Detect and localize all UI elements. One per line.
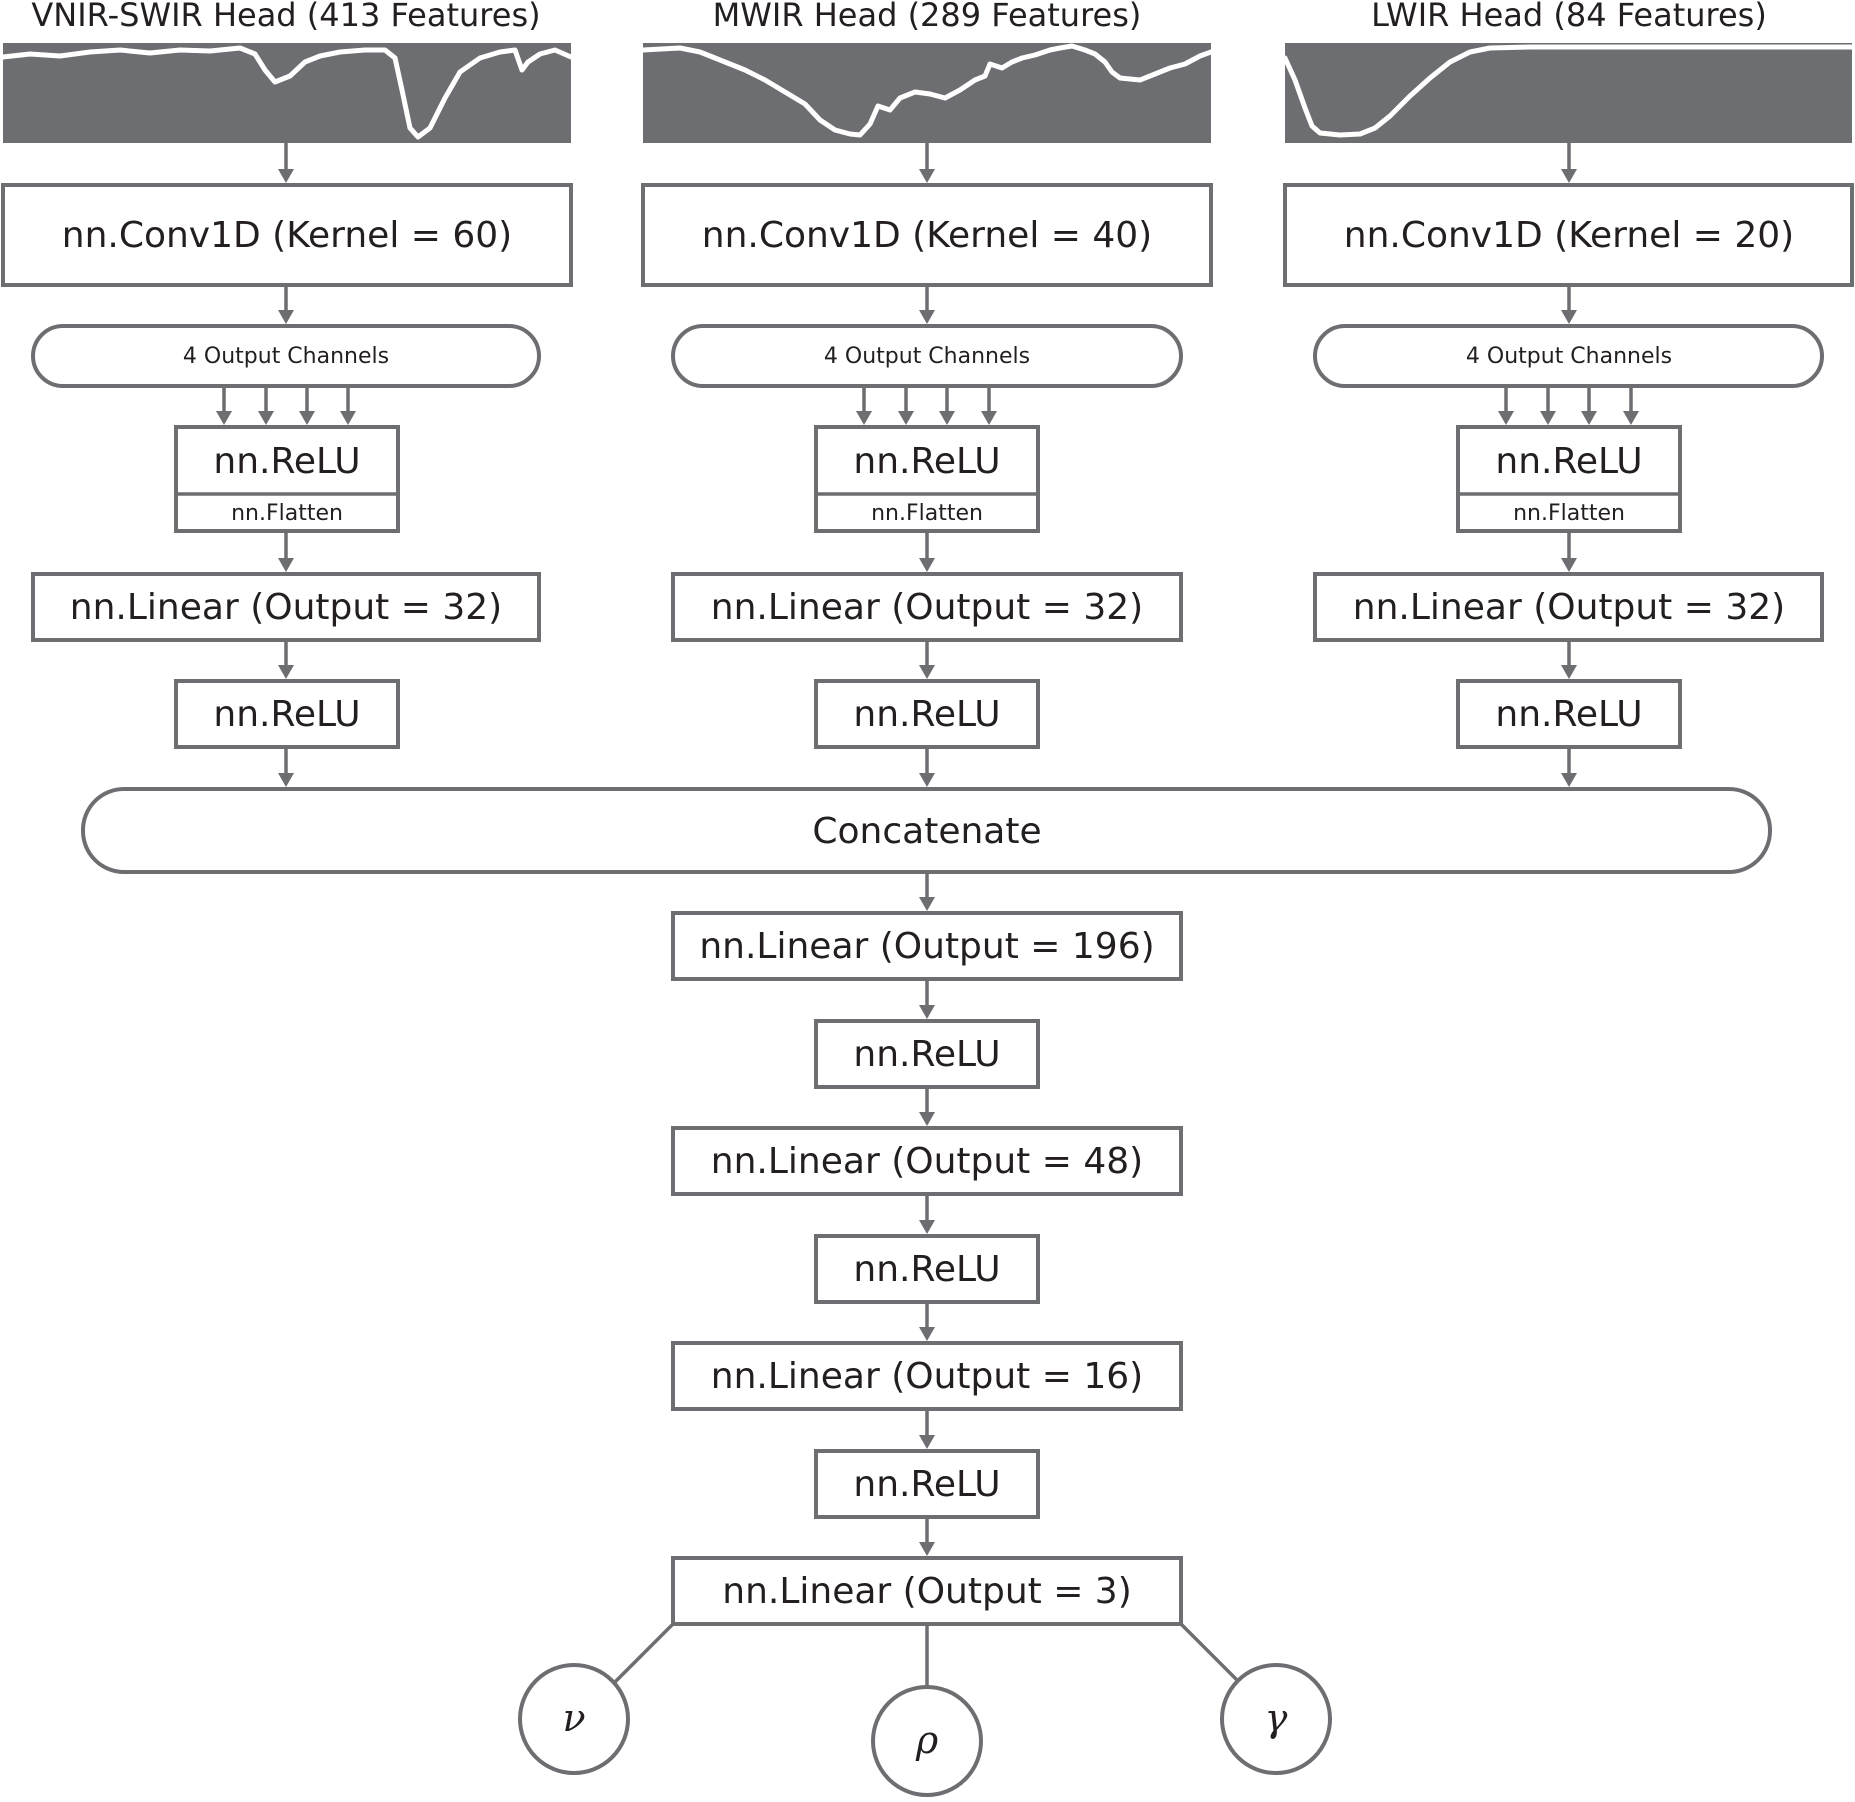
trunk-relu-2-box bbox=[814, 1234, 1040, 1304]
relu-label: nn.ReLU bbox=[1495, 441, 1642, 482]
linear-label: nn.Linear (Output = 32) bbox=[70, 587, 502, 628]
output-nu-symbol: ν bbox=[562, 1696, 585, 1740]
linear-box bbox=[1313, 572, 1824, 642]
head-connectors bbox=[216, 143, 1639, 787]
linear-box bbox=[671, 572, 1183, 642]
trunk-linear-3-label: nn.Linear (Output = 3) bbox=[722, 1571, 1132, 1612]
relu-label: nn.ReLU bbox=[213, 441, 360, 482]
head-title: VNIR-SWIR Head (413 Features) bbox=[31, 0, 540, 34]
relu-flatten-box bbox=[174, 425, 400, 533]
output-nu-node bbox=[518, 1663, 630, 1775]
trunk-linear-196-box bbox=[671, 911, 1183, 981]
trunk-relu-1-label: nn.ReLU bbox=[853, 1034, 1000, 1075]
conv1d-label: nn.Conv1D (Kernel = 40) bbox=[702, 215, 1152, 256]
relu2-box bbox=[1456, 679, 1682, 749]
trunk-linear-3-box bbox=[671, 1556, 1183, 1626]
output-channels-pill bbox=[31, 324, 541, 388]
spectrum-thumbnail bbox=[0, 43, 574, 143]
trunk-linear-196-label: nn.Linear (Output = 196) bbox=[699, 926, 1154, 967]
relu2-label: nn.ReLU bbox=[853, 694, 1000, 735]
output-gamma-node bbox=[1220, 1663, 1332, 1775]
linear-box bbox=[31, 572, 541, 642]
output-channels-pill bbox=[1313, 324, 1824, 388]
conv1d-box bbox=[1283, 183, 1854, 287]
output-channels-pill bbox=[671, 324, 1183, 388]
output-rho-node bbox=[871, 1685, 983, 1797]
output-channels-label: 4 Output Channels bbox=[183, 344, 389, 369]
output-channels-label: 4 Output Channels bbox=[1466, 344, 1672, 369]
conv1d-box bbox=[641, 183, 1213, 287]
outputs: ν ρ γ bbox=[518, 1622, 1332, 1797]
trunk-relu-3-label: nn.ReLU bbox=[853, 1464, 1000, 1505]
flatten-label: nn.Flatten bbox=[871, 501, 983, 526]
head-title: LWIR Head (84 Features) bbox=[1371, 0, 1767, 34]
relu2-label: nn.ReLU bbox=[1495, 694, 1642, 735]
conv1d-label: nn.Conv1D (Kernel = 20) bbox=[1344, 215, 1794, 256]
spectrum-thumbnail bbox=[640, 43, 1214, 143]
head-title: MWIR Head (289 Features) bbox=[713, 0, 1142, 34]
trunk-linear-16-label: nn.Linear (Output = 16) bbox=[711, 1356, 1143, 1397]
spectrum-thumbnail bbox=[1282, 43, 1855, 143]
linear-label: nn.Linear (Output = 32) bbox=[711, 587, 1143, 628]
conv1d-label: nn.Conv1D (Kernel = 60) bbox=[62, 215, 512, 256]
concatenate-label: Concatenate bbox=[812, 811, 1041, 852]
flatten-label: nn.Flatten bbox=[231, 501, 343, 526]
relu2-box bbox=[814, 679, 1040, 749]
flatten-label: nn.Flatten bbox=[1513, 501, 1625, 526]
output-gamma-symbol: γ bbox=[1265, 1696, 1288, 1740]
linear-label: nn.Linear (Output = 32) bbox=[1353, 587, 1785, 628]
trunk-relu-3-box bbox=[814, 1449, 1040, 1519]
relu2-label: nn.ReLU bbox=[213, 694, 360, 735]
head-vnir-swir: VNIR-SWIR Head (413 Features) nn.Conv1D … bbox=[0, 0, 574, 749]
output-channels-label: 4 Output Channels bbox=[824, 344, 1030, 369]
relu-label: nn.ReLU bbox=[853, 441, 1000, 482]
trunk-linear-48-label: nn.Linear (Output = 48) bbox=[711, 1141, 1143, 1182]
head-mwir: MWIR Head (289 Features) nn.Conv1D (Kern… bbox=[640, 0, 1214, 749]
output-rho-symbol: ρ bbox=[915, 1718, 939, 1762]
conv1d-box bbox=[1, 183, 573, 287]
trunk-relu-2-label: nn.ReLU bbox=[853, 1249, 1000, 1290]
head-lwir: LWIR Head (84 Features) nn.Conv1D (Kerne… bbox=[1282, 0, 1855, 749]
trunk: nn.Linear (Output = 196) nn.ReLU nn.Line… bbox=[671, 872, 1183, 1626]
